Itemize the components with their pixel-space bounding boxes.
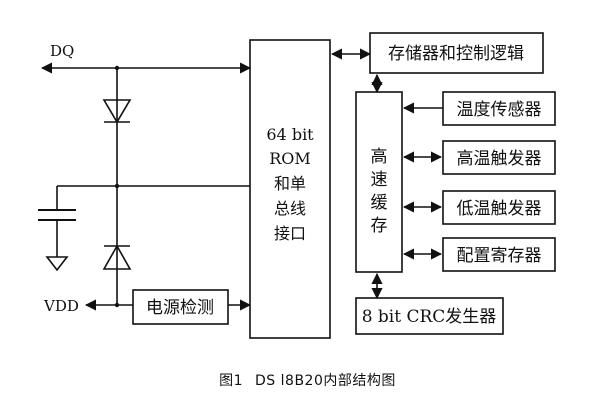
scratchpad-char-3: 缓 — [371, 193, 388, 213]
scratchpad-char-4: 存 — [371, 216, 388, 236]
alarm-high-label: 高温触发器 — [457, 149, 542, 169]
memory-control-label: 存储器和控制逻辑 — [388, 44, 524, 64]
node-junction-dot — [114, 183, 120, 189]
ground-symbol — [45, 256, 69, 272]
crc-generator-box — [355, 297, 504, 335]
temp-sensor-label: 温度传感器 — [457, 100, 542, 120]
crc-generator-label: 8 bit CRC发生器 — [362, 307, 497, 327]
power-detect-box — [132, 289, 229, 325]
dq-pin-label: DQ — [50, 42, 74, 60]
rom-interface-label: 64 bit ROM 和单 总线 接口 — [266, 125, 314, 243]
alarm-low-box — [442, 190, 556, 225]
scratchpad-char-1: 高 — [371, 147, 388, 167]
rom-label-line-2: ROM — [269, 149, 311, 168]
figure-number: 图1 — [219, 373, 244, 389]
bottom-diode — [102, 244, 132, 270]
vdd-junction-dot — [114, 302, 120, 308]
scratchpad-box — [355, 91, 403, 273]
rom-label-line-5: 接口 — [274, 224, 306, 243]
scratchpad-char-2: 速 — [371, 170, 388, 190]
rom-label-line-4: 总线 — [274, 199, 306, 218]
top-diode — [102, 99, 132, 124]
alarm-high-box — [442, 140, 556, 175]
scratchpad-label: 高 速 缓 存 — [371, 147, 388, 236]
figure-caption: 图1 DS l8B20内部结构图 — [0, 370, 615, 390]
power-detect-label: 电源检测 — [146, 298, 214, 318]
config-register-box — [442, 237, 556, 272]
alarm-low-label: 低温触发器 — [457, 199, 542, 219]
rom-label-line-3: 和单 — [274, 174, 306, 193]
config-register-label: 配置寄存器 — [457, 246, 542, 266]
rom-interface-box — [249, 39, 331, 339]
figure-title: DS l8B20内部结构图 — [255, 373, 396, 389]
vdd-pin-label: VDD — [43, 297, 79, 315]
memory-control-box — [369, 32, 544, 74]
rom-label-line-1: 64 bit — [266, 125, 314, 144]
parasitic-capacitor — [38, 186, 76, 257]
